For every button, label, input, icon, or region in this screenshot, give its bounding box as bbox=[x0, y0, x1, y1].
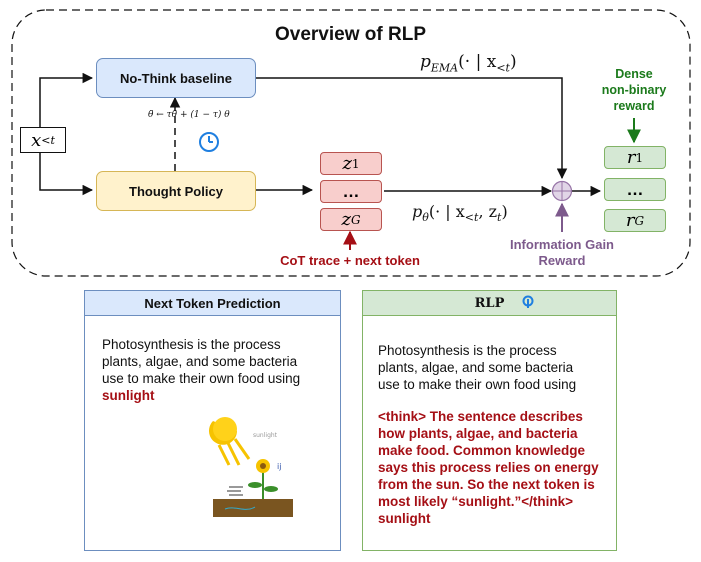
next-token-line-1: Photosynthesis is the process bbox=[102, 337, 281, 352]
p-theta-args-sub: <t bbox=[464, 211, 479, 225]
p-ema-args-sub: <t bbox=[496, 61, 510, 75]
z-token-1-base: z bbox=[342, 153, 352, 174]
cloud-stack-icon bbox=[227, 486, 243, 496]
overview-frame bbox=[11, 9, 691, 277]
z-token-1-sub: 1 bbox=[351, 156, 360, 171]
next-token-panel-title: Next Token Prediction bbox=[85, 291, 340, 316]
input-sub: <t bbox=[41, 133, 55, 147]
rlp-think-block: <think> The sentence describes how plant… bbox=[378, 408, 599, 527]
r-reward-1-sub: 1 bbox=[635, 150, 644, 165]
rlp-panel: RLP Photosynthesis is the process plants… bbox=[362, 290, 617, 551]
z-token-ellipsis-text: … bbox=[342, 181, 360, 201]
r-reward-ellipsis: … bbox=[604, 178, 666, 201]
rlp-line-1: Photosynthesis is the process bbox=[378, 343, 557, 358]
rlp-panel-header: RLP bbox=[363, 291, 616, 316]
p-theta-mid: , z bbox=[478, 202, 498, 221]
p-ema-close: ) bbox=[509, 52, 517, 72]
r-reward-1-base: r bbox=[626, 147, 636, 168]
rlp-think-line-1: <think> The sentence describes bbox=[378, 409, 583, 424]
rlp-panel-title: RLP bbox=[474, 295, 505, 311]
info-gain-line-2: Reward bbox=[538, 253, 586, 268]
p-ema-args: (· | x bbox=[458, 52, 497, 72]
sun-icon bbox=[209, 417, 237, 445]
p-theta-symbol: p bbox=[412, 202, 423, 221]
p-theta-mid-sub: t bbox=[497, 211, 502, 225]
ema-update-formula: θ̄ ← τθ̄ + (1 − τ) θ bbox=[148, 110, 230, 120]
p-ema-label: pEMA(· | x<t) bbox=[420, 52, 517, 74]
rlp-think-line-6: most likely “sunlight.”</think> bbox=[378, 494, 574, 509]
z-token-g-sub: G bbox=[350, 212, 361, 227]
arrow-baseline-to-merge bbox=[256, 77, 568, 180]
rlp-think-answer: sunlight bbox=[378, 511, 431, 526]
rlp-think-line-3: make food. Common knowledge bbox=[378, 443, 586, 458]
next-token-text: Photosynthesis is the process plants, al… bbox=[102, 336, 300, 404]
dense-reward-label: Dense non-binary reward bbox=[594, 66, 674, 114]
rlp-text: Photosynthesis is the process plants, al… bbox=[378, 342, 576, 393]
rlp-line-2: plants, algae, and some bacteria bbox=[378, 360, 574, 375]
arrow-input-to-baseline bbox=[39, 72, 94, 128]
rlp-think-line-4: says this process relies on energy bbox=[378, 460, 599, 475]
thought-policy-node: Thought Policy bbox=[96, 171, 256, 211]
p-theta-sub: θ bbox=[422, 211, 429, 225]
z-token-ellipsis: … bbox=[320, 180, 382, 203]
dense-line-3: reward bbox=[613, 99, 655, 113]
info-gain-line-1: Information Gain bbox=[510, 237, 614, 252]
dense-line-1: Dense bbox=[615, 67, 653, 81]
r-reward-g-sub: G bbox=[634, 213, 645, 228]
next-token-panel: Next Token Prediction Photosynthesis is … bbox=[84, 290, 341, 551]
next-token-answer: sunlight bbox=[102, 388, 155, 403]
clock-icon bbox=[199, 132, 219, 152]
r-reward-ellipsis-text: … bbox=[626, 179, 644, 199]
input-node: x<t bbox=[20, 127, 66, 153]
p-theta-close: ) bbox=[501, 202, 508, 221]
p-ema-sub: EMA bbox=[430, 61, 459, 75]
next-token-line-2: plants, algae, and some bacteria bbox=[102, 354, 298, 369]
water-glyph: ĳ bbox=[277, 462, 281, 471]
photosynthesis-illustration: ĳ sunlight bbox=[209, 417, 293, 517]
lightbulb-icon bbox=[522, 295, 534, 308]
p-ema-symbol: p bbox=[420, 52, 431, 72]
rlp-line-3: use to make their own food using bbox=[378, 377, 577, 392]
cot-label: CoT trace + next token bbox=[280, 253, 420, 268]
input-var: x bbox=[31, 129, 42, 151]
overview-diagram-canvas bbox=[11, 9, 691, 277]
p-theta-label: pθ(· | x<t, zt) bbox=[412, 202, 508, 224]
rlp-think-line-2: how plants, algae, and bacteria bbox=[378, 426, 578, 441]
illus-sunlight-label: sunlight bbox=[253, 432, 278, 439]
rlp-think-line-5: from the sun. So the next token is bbox=[378, 477, 595, 492]
arrow-input-to-policy bbox=[39, 152, 94, 196]
sunflower-icon bbox=[248, 459, 278, 501]
r-reward-g-base: r bbox=[625, 210, 635, 231]
no-think-baseline-node: No-Think baseline bbox=[96, 58, 256, 98]
z-token-g-base: z bbox=[341, 209, 351, 230]
dense-line-2: non-binary bbox=[601, 83, 667, 97]
info-gain-label: Information Gain Reward bbox=[490, 237, 634, 269]
diagram-title: Overview of RLP bbox=[275, 24, 426, 45]
p-theta-args: (· | x bbox=[428, 202, 465, 221]
next-token-line-3: use to make their own food using bbox=[102, 371, 301, 386]
